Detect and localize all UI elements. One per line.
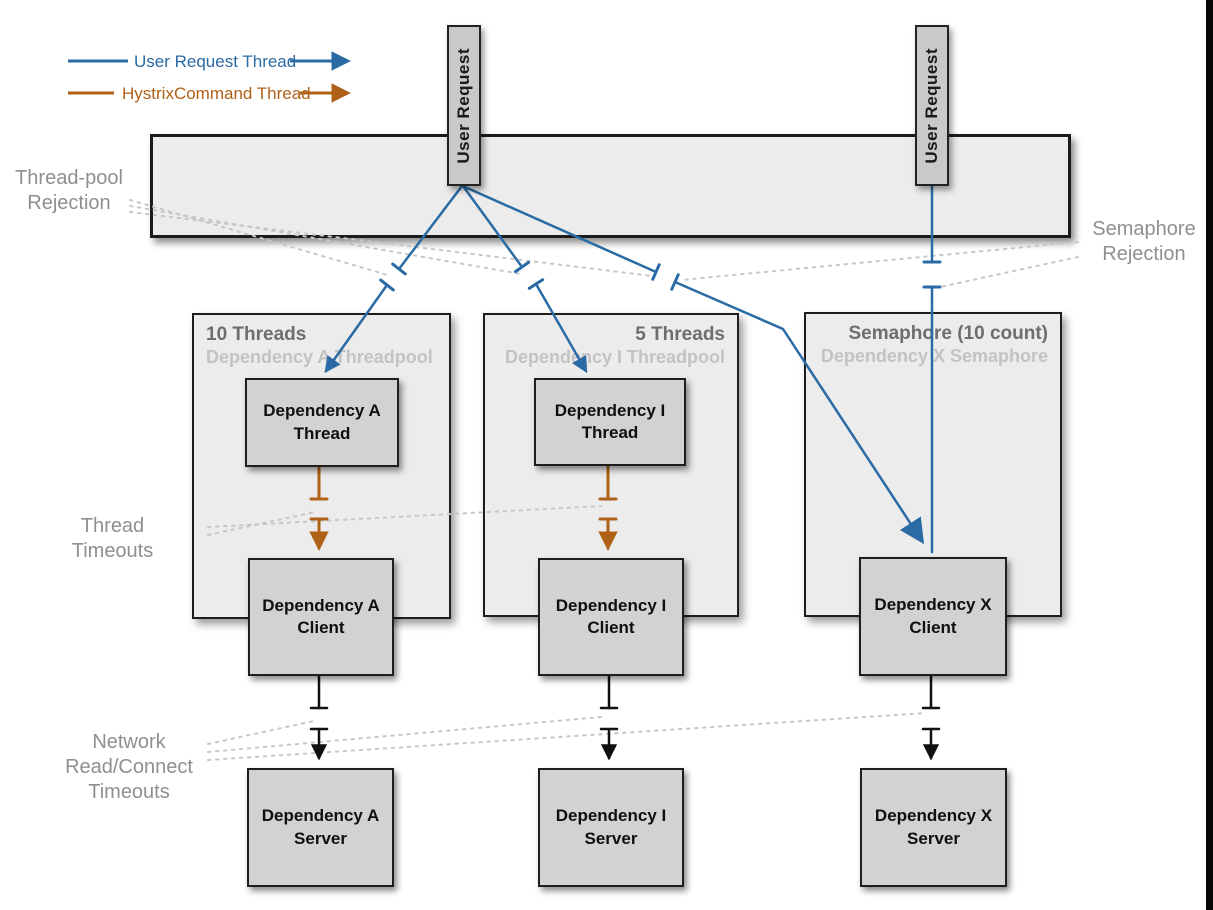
pool-x-subtitle: Dependency X Semaphore (820, 345, 1048, 366)
network-timeouts-label: Network Read/Connect Timeouts (65, 731, 193, 803)
user-request-left-label: User Request (454, 47, 473, 164)
network-arrow-a (309, 672, 329, 761)
dependency-i-client-box: Dependency I Client (538, 558, 684, 676)
network-timeouts-dotted-lines (207, 712, 927, 761)
dependency-i-server-box: Dependency I Server (538, 768, 684, 887)
dependency-a-client-box: Dependency A Client (248, 558, 394, 676)
user-request-box-right: User Request (915, 25, 949, 186)
legend-hystrix-label: HystrixCommand Thread (122, 84, 311, 103)
user-request-arrow-to-thread-a (324, 184, 464, 373)
network-arrow-x (921, 672, 941, 761)
network-arrow-i (599, 672, 619, 761)
dependency-a-thread-box: Dependency A Thread (245, 378, 399, 467)
dependency-a-server-box: Dependency A Server (247, 768, 394, 887)
user-request-arrow-to-client-x (463, 185, 925, 545)
thread-timeouts-dotted-lines (207, 505, 602, 536)
pool-i-subtitle: Dependency I Threadpool (504, 346, 725, 367)
pool-i-title: 5 Threads (635, 324, 725, 345)
semaphore-rejection-dotted-lines (680, 241, 1079, 288)
thread-pool-rejection-label: Thread-pool Rejection (15, 167, 123, 214)
user-request-box-left: User Request (447, 25, 481, 186)
pool-x-header: Semaphore (10 count) Dependency X Semaph… (818, 323, 1048, 367)
right-edge-black-bar (1206, 0, 1213, 910)
user-request-right-label: User Request (922, 47, 941, 164)
semaphore-rejection-label: Semaphore Rejection (1092, 218, 1196, 265)
dependency-x-server-box: Dependency X Server (860, 768, 1007, 887)
dependency-i-thread-box: Dependency I Thread (534, 378, 686, 466)
dependency-x-client-box: Dependency X Client (859, 557, 1007, 676)
thread-pool-rejection-dotted-lines (129, 199, 653, 277)
pool-a-header: 10 Threads Dependency A Threadpool (206, 324, 437, 368)
user-request-arrow-to-thread-i (461, 184, 588, 374)
pool-a-subtitle: Dependency A Threadpool (206, 346, 433, 367)
pool-a-title: 10 Threads (206, 324, 307, 345)
hystrix-arrow-a (309, 462, 329, 551)
pool-x-title: Semaphore (10 count) (848, 323, 1048, 344)
user-request-arrow-right-vertical (922, 184, 942, 554)
pool-i-header: 5 Threads Dependency I Threadpool (497, 324, 725, 368)
hystrix-arrow-i (598, 462, 618, 551)
legend-user-request-label: User Request Thread (134, 52, 297, 71)
thread-timeouts-label: Thread Timeouts (71, 515, 154, 562)
